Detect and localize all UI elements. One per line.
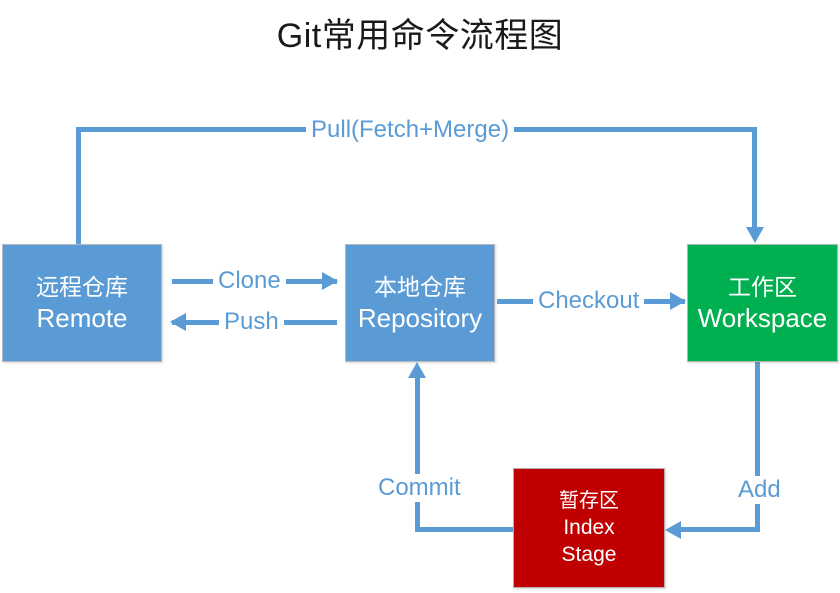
commit-edge-segment-vertical bbox=[415, 378, 420, 529]
edge-label-clone: Clone bbox=[213, 267, 286, 295]
commit-edge-arrowhead bbox=[408, 362, 426, 378]
page-title: Git常用命令流程图 bbox=[276, 17, 564, 55]
node-remote-label-en: Remote bbox=[36, 303, 128, 333]
edge-label-commit: Commit bbox=[373, 474, 466, 502]
add-edge-arrowhead bbox=[665, 521, 681, 539]
commit-edge-segment-horizontal bbox=[415, 527, 515, 532]
node-workspace-label-en: Workspace bbox=[697, 303, 828, 333]
node-index-label-en2: Stage bbox=[561, 543, 617, 566]
node-repository[interactable]: 本地仓库 Repository bbox=[345, 244, 495, 362]
add-edge-segment-vertical bbox=[755, 362, 760, 532]
pull-edge-segment-vertical-right bbox=[752, 127, 757, 227]
clone-edge-arrowhead bbox=[322, 272, 338, 290]
node-index-label-en: Index bbox=[563, 516, 615, 539]
node-index-label-cn: 暂存区 bbox=[559, 490, 619, 512]
edge-label-pull: Pull(Fetch+Merge) bbox=[306, 116, 515, 144]
pull-edge-arrowhead bbox=[746, 227, 764, 243]
node-remote[interactable]: 远程仓库 Remote bbox=[2, 244, 162, 362]
add-edge-segment-horizontal bbox=[672, 527, 760, 532]
edge-label-push: Push bbox=[219, 308, 284, 336]
node-workspace[interactable]: 工作区 Workspace bbox=[687, 244, 838, 362]
push-edge-arrowhead bbox=[170, 313, 186, 331]
pull-edge-segment-vertical-left bbox=[76, 127, 81, 246]
node-repository-label-en: Repository bbox=[357, 303, 483, 333]
checkout-edge-arrowhead bbox=[670, 292, 686, 310]
edge-label-checkout: Checkout bbox=[533, 287, 645, 315]
node-remote-label-cn: 远程仓库 bbox=[36, 274, 128, 300]
node-index[interactable]: 暂存区 Index Stage bbox=[513, 468, 665, 588]
edge-label-add: Add bbox=[733, 476, 786, 504]
node-repository-label-cn: 本地仓库 bbox=[374, 274, 466, 300]
node-workspace-label-cn: 工作区 bbox=[728, 274, 797, 300]
